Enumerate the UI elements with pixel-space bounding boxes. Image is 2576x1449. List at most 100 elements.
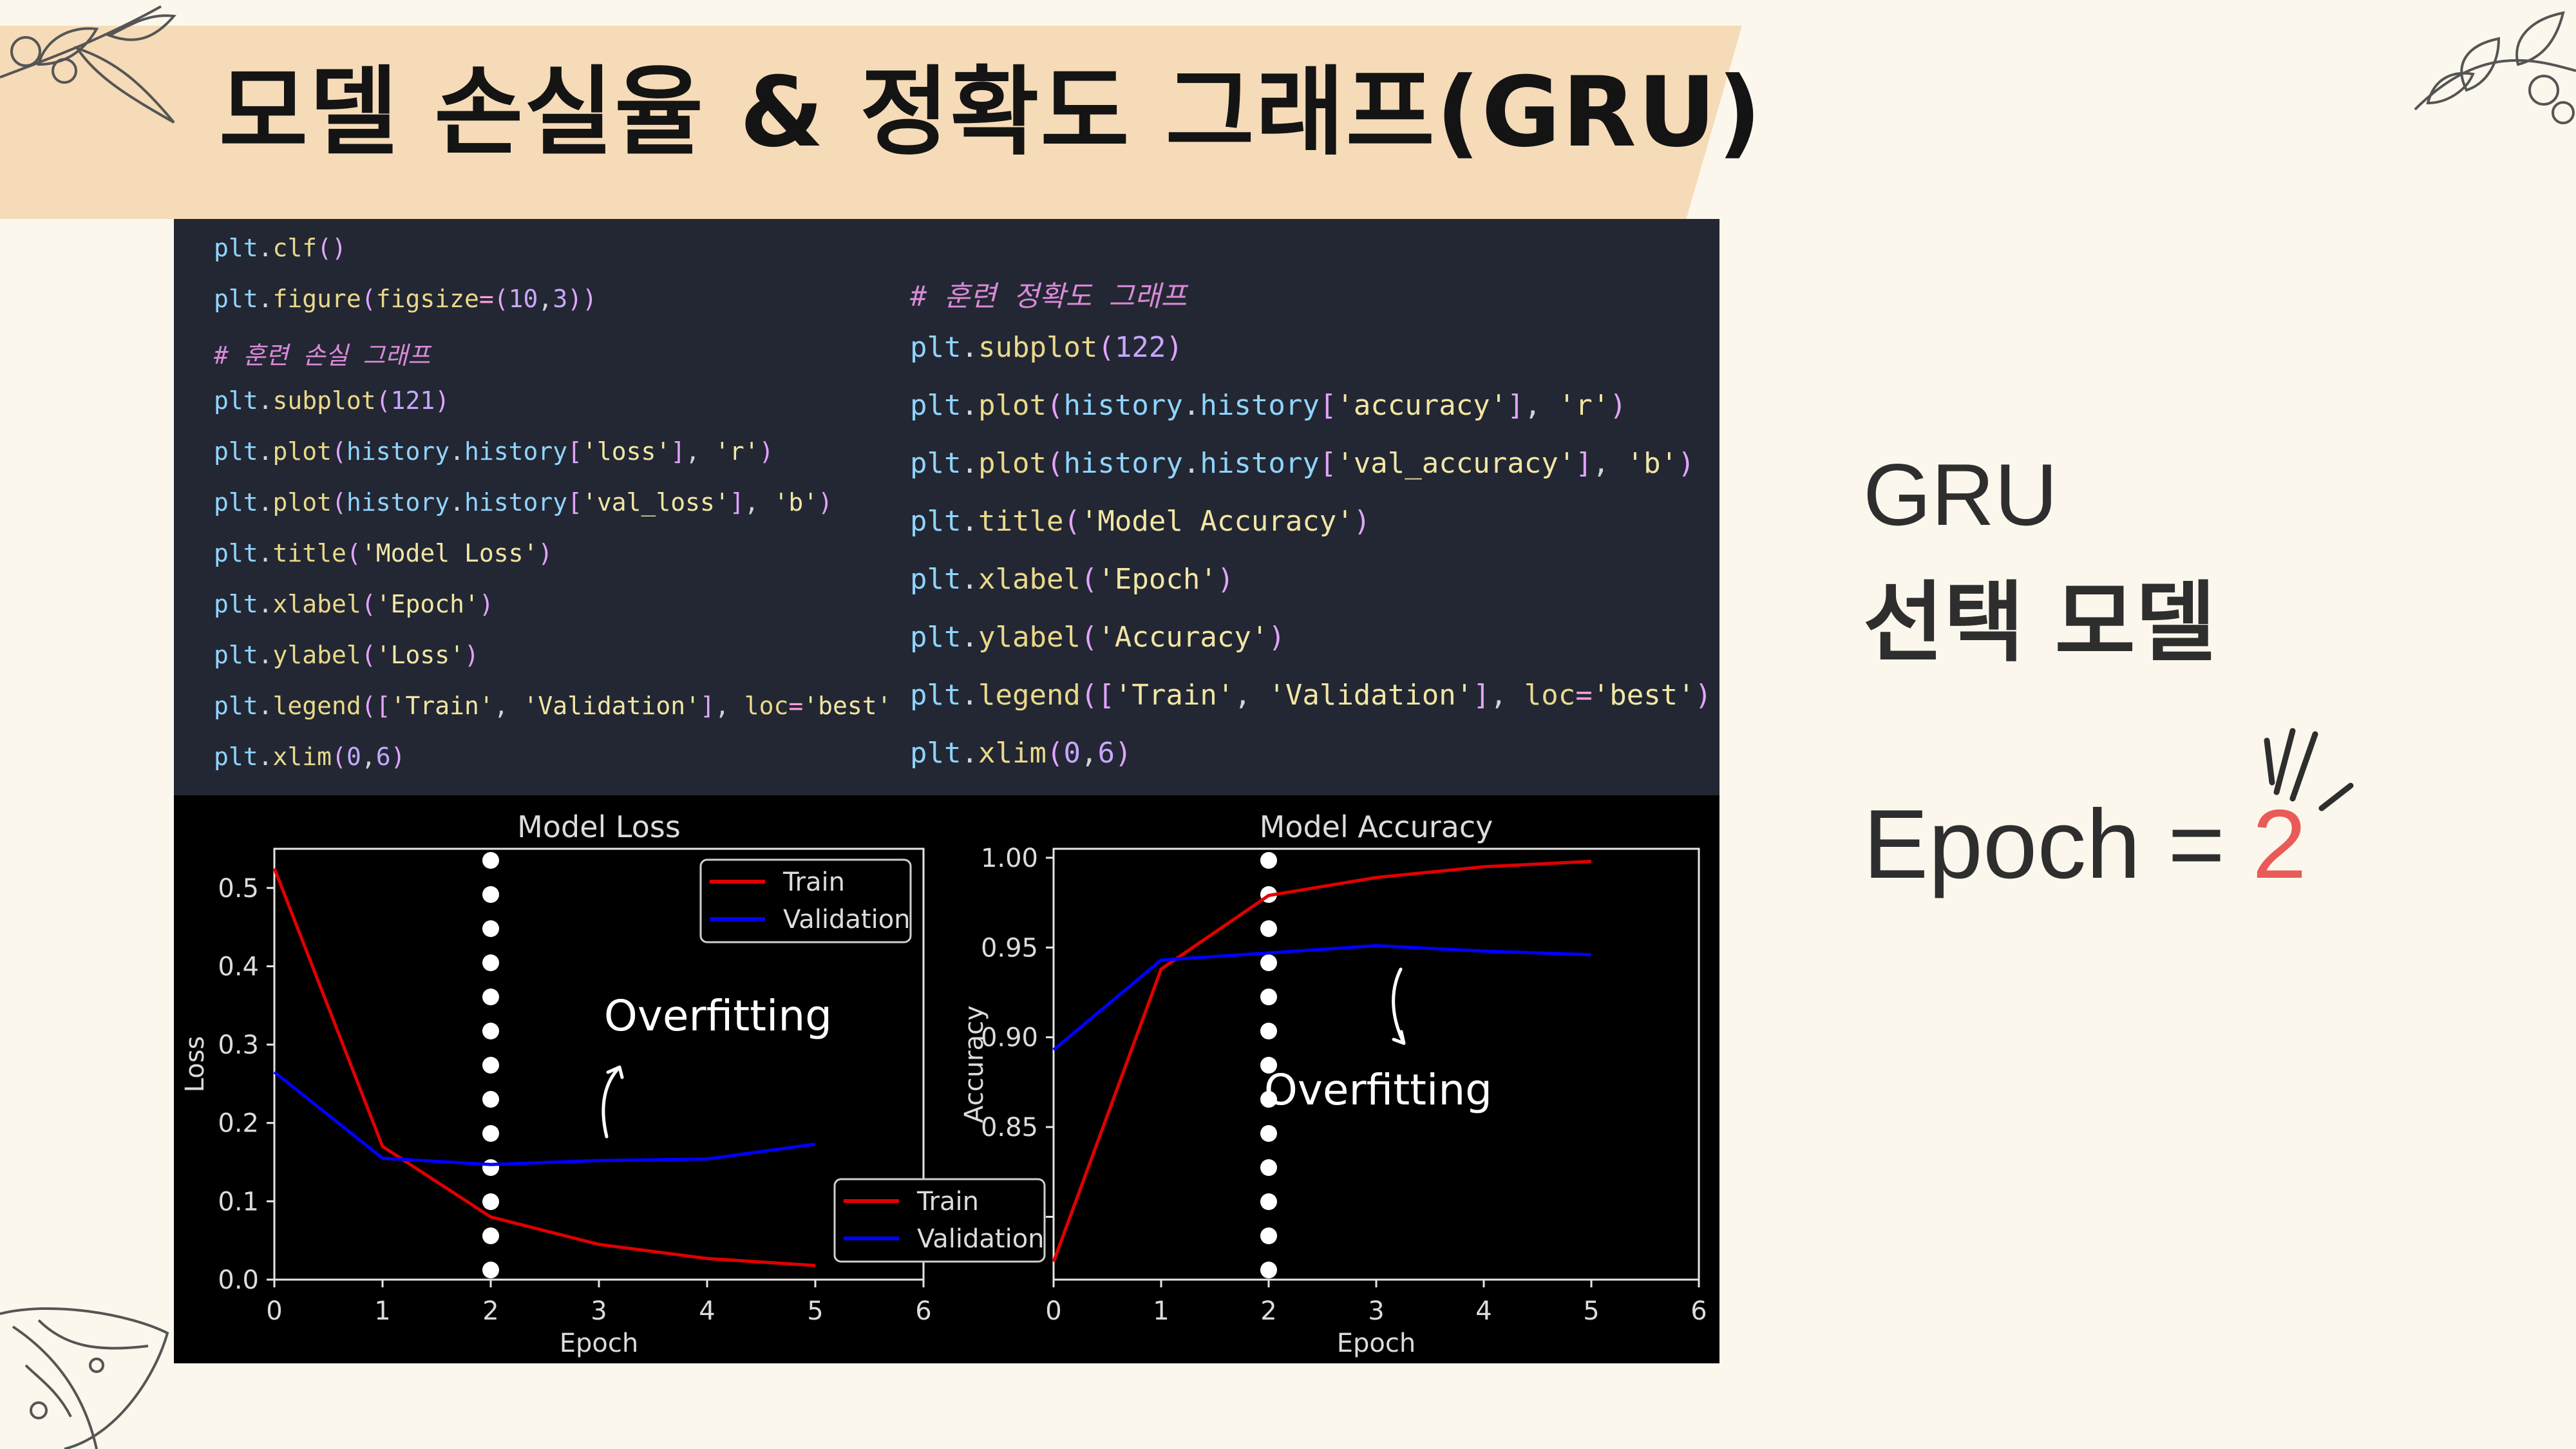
x-tick-label: 4 [1475,1296,1492,1326]
code-line: plt.figure(figsize=(10,3)) [214,285,597,313]
x-axis-label: Epoch [560,1329,638,1358]
code-line: plt.subplot(122) [910,331,1183,364]
marker-dot [1260,954,1277,971]
legend-label: Train [782,867,845,897]
x-tick-label: 5 [1583,1296,1599,1326]
epoch-marker-line [1260,852,1277,1278]
y-tick-label: 1.00 [981,844,1038,873]
code-line: plt.xlim(0,6) [910,737,1132,770]
code-line: plt.plot(history.history['accuracy'], 'r… [910,389,1627,422]
legend-label: Validation [917,1224,1045,1254]
annotation-arrow [601,1065,624,1139]
leaf-decoration-icon [2414,11,2576,124]
x-tick-label: 6 [1690,1296,1707,1326]
code-line: # 훈련 손실 그래프 [214,341,431,370]
annotation-arrow [1392,967,1406,1045]
code-line: plt.xlabel('Epoch') [910,563,1235,596]
marker-dot [482,886,499,903]
overfitting-annotation: Overfitting [1264,1065,1492,1115]
marker-dot [482,1193,499,1210]
x-axis-label: Epoch [1337,1329,1416,1358]
x-tick-label: 1 [1153,1296,1169,1326]
y-tick-label: 0.5 [218,874,259,904]
marker-dot [482,1227,499,1244]
x-tick-label: 2 [1260,1296,1276,1326]
marker-dot [1260,1091,1277,1108]
marker-dot [482,989,499,1005]
x-tick-label: 5 [807,1296,823,1326]
x-tick-label: 3 [1368,1296,1384,1326]
y-tick-label: 0.0 [218,1265,259,1295]
x-tick-label: 0 [266,1296,282,1326]
marker-dot [1260,1193,1277,1210]
marker-dot [482,852,499,869]
y-tick-label: 0.4 [218,952,259,981]
marker-dot [482,1023,499,1039]
marker-dot [482,1125,499,1142]
chart-title: Model Loss [517,810,681,844]
marker-dot [1260,1262,1277,1278]
code-line: plt.subplot(121) [214,386,450,415]
legend-label: Validation [783,905,911,934]
marker-dot [1260,1159,1277,1176]
side-epoch-text: Epoch = 2 [1863,795,2307,893]
code-line: plt.clf() [214,234,346,262]
x-tick-label: 1 [374,1296,390,1326]
y-tick-label: 0.3 [218,1030,259,1060]
series-line-train [272,867,816,1267]
y-tick-label: 0.95 [981,933,1038,963]
code-line: plt.legend(['Train', 'Validation'], loc=… [910,679,1712,712]
code-line: plt.xlim(0,6) [214,743,406,771]
marker-dot [482,1057,499,1074]
x-tick-label: 0 [1045,1296,1061,1326]
marker-dot [1260,1057,1277,1074]
series-line-train [1052,860,1592,1262]
code-line: plt.plot(history.history['val_loss'], 'b… [214,488,833,516]
epoch-marker-line [482,852,499,1278]
x-tick-label: 6 [915,1296,931,1326]
title-band [0,26,1742,219]
marker-dot [482,1262,499,1278]
y-tick-label: 0.2 [218,1109,259,1139]
code-panel [174,219,1719,795]
marker-dot [1260,920,1277,937]
leaf-decoration-icon [0,5,176,124]
marker-dot [482,1091,499,1108]
code-line: plt.plot(history.history['loss'], 'r') [214,437,774,466]
monstera-leaf-icon [0,1307,169,1449]
code-line: plt.title('Model Loss') [214,539,553,567]
x-tick-label: 3 [591,1296,607,1326]
x-tick-label: 4 [699,1296,715,1326]
epoch-label: Epoch = [1863,790,2253,899]
side-model-name: GRU [1863,446,2058,544]
code-line: plt.legend(['Train', 'Validation'], loc=… [214,692,892,720]
marker-dot [482,954,499,971]
y-axis-label: Loss [180,1036,210,1093]
marker-dot [1260,1125,1277,1142]
y-tick-label: 0.90 [981,1023,1038,1053]
series-line-validation [273,1070,816,1166]
legend-label: Train [916,1187,979,1217]
marker-dot [1260,989,1277,1005]
marker-dot [482,1159,499,1176]
chart-title: Model Accuracy [1260,810,1493,844]
code-line: plt.ylabel('Accuracy') [910,621,1285,654]
overfitting-annotation: Overfitting [604,991,832,1041]
y-axis-label: Accuracy [960,1005,989,1123]
marker-dot [482,920,499,937]
marker-dot [1260,1023,1277,1039]
y-tick-label: 0.85 [981,1113,1038,1142]
emphasis-strokes-icon [2264,728,2354,811]
code-line: plt.plot(history.history['val_accuracy']… [910,447,1695,480]
series-line-validation [1052,944,1592,1052]
marker-dot [1260,1227,1277,1244]
y-tick-label: 0.1 [218,1187,259,1217]
side-selected-label: 선택 모델 [1863,573,2216,674]
epoch-value: 2 [2252,790,2307,899]
plot-frame [1052,848,1700,1281]
code-line: # 훈련 정확도 그래프 [910,280,1187,313]
marker-dot [1260,852,1277,869]
page-title: 모델 손실율 & 정확도 그래프(GRU) [219,57,1763,169]
